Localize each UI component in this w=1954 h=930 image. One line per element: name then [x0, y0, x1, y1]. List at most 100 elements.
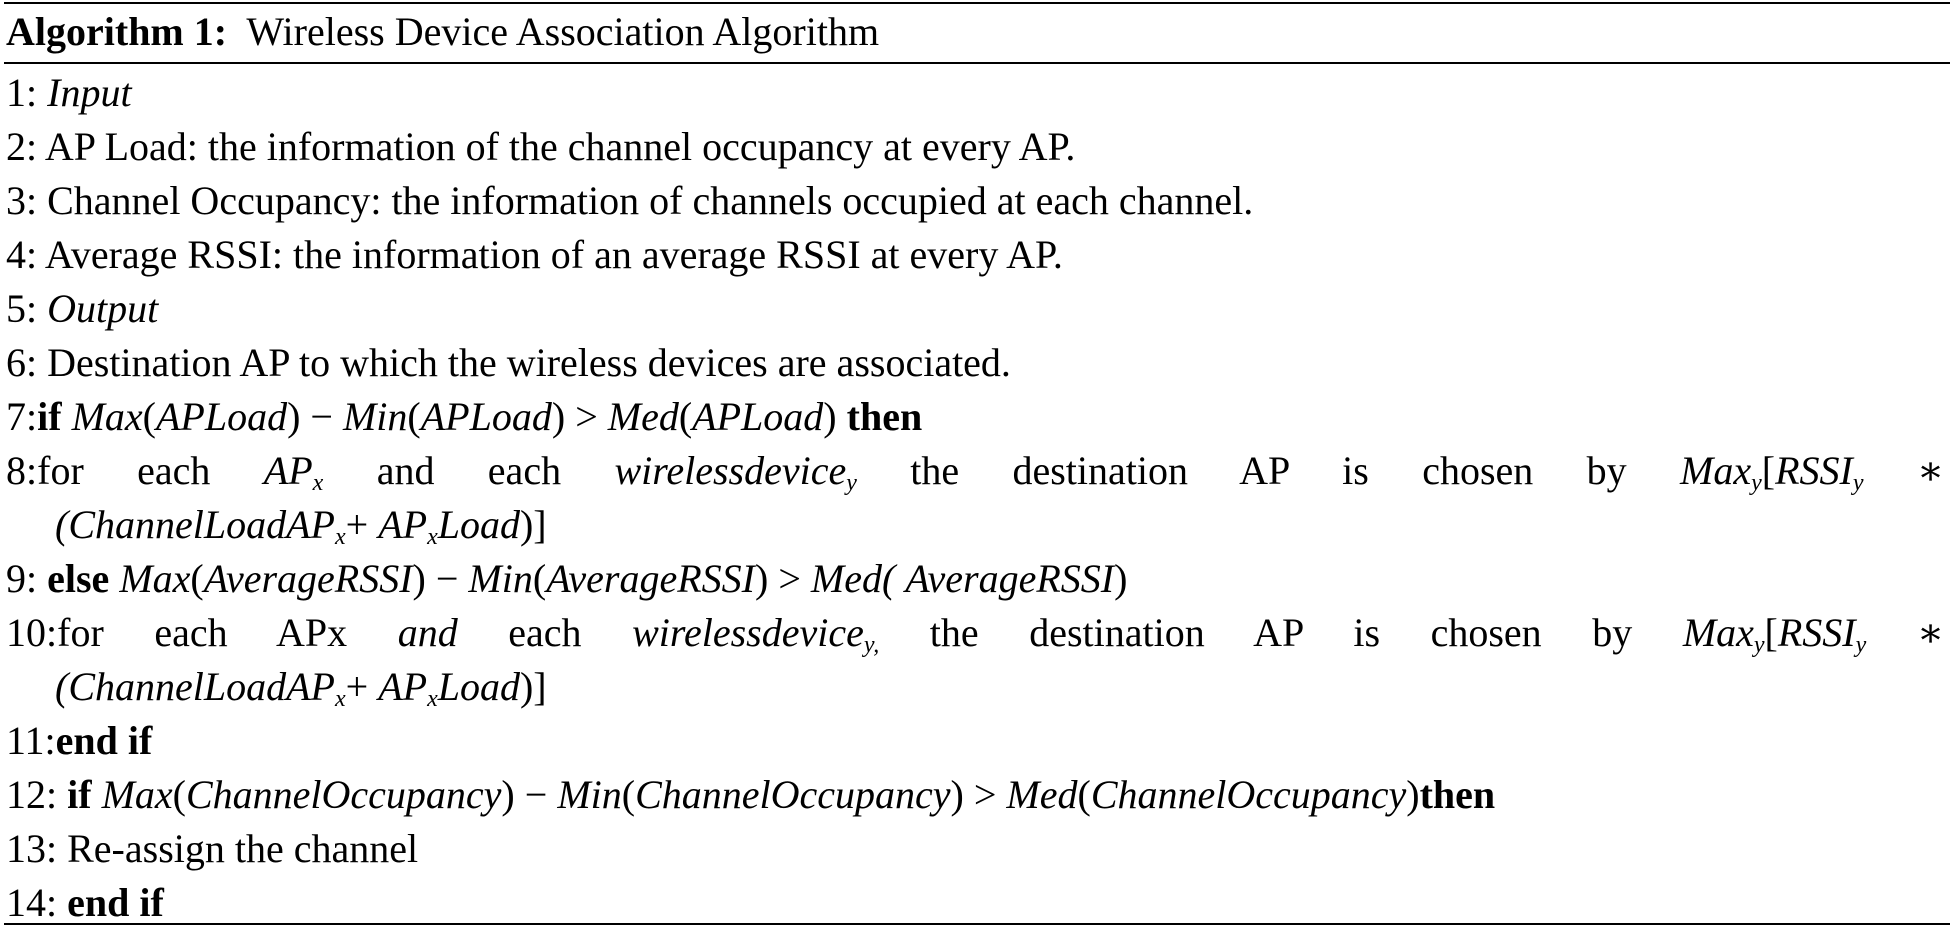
subscript-x: x: [334, 686, 346, 712]
op-gt: >: [963, 772, 1007, 817]
line-text: for each APx: [57, 610, 348, 655]
line-text: and each: [376, 448, 562, 493]
line-number: 9:: [6, 556, 38, 601]
algorithm-line-10-continuation: (ChannelLoadAPx+ APxLoad)]: [4, 660, 1950, 714]
algorithm-line-4: 4: Average RSSI: the information of an a…: [4, 228, 1950, 282]
algorithm-label: Algorithm 1:: [6, 9, 228, 54]
var-wirelessdevice: wirelessdevice: [632, 610, 864, 655]
algorithm-title: Wireless Device Association Algorithm: [246, 9, 880, 54]
op-star: ∗: [1916, 448, 1945, 493]
close-bracket: )]: [519, 664, 547, 709]
var-ap: AP: [378, 502, 428, 547]
func-arg: APLoad: [692, 394, 824, 439]
keyword-if: if: [67, 772, 92, 817]
algorithm-line-6: 6: Destination AP to which the wireless …: [4, 336, 1950, 390]
line-text: Re-assign the channel: [67, 826, 419, 871]
line-text: Channel Occupancy: the information of ch…: [47, 178, 1254, 223]
func-arg: AverageRSSI: [905, 556, 1115, 601]
line-number: 14:: [6, 880, 58, 925]
keyword-end-if: end if: [67, 880, 164, 925]
line-number: 5:: [6, 286, 38, 331]
func-max: Max: [119, 556, 191, 601]
line-number: 13:: [6, 826, 58, 871]
op-gt: >: [768, 556, 811, 601]
line-text: each: [508, 610, 582, 655]
op-star: ∗: [1916, 610, 1945, 655]
algorithm-line-1: 1: Input: [4, 66, 1950, 120]
var-channelloadap: (ChannelLoadAP: [55, 502, 335, 547]
op-minus: −: [514, 772, 558, 817]
func-arg: APLoad: [420, 394, 552, 439]
line-number: 7:: [6, 394, 38, 439]
op-minus: −: [425, 556, 469, 601]
op-minus: −: [300, 394, 343, 439]
line-number: 12:: [6, 772, 58, 817]
var-ap: AP: [378, 664, 428, 709]
line-number: 8:: [6, 448, 38, 493]
subscript-y: y: [1855, 632, 1867, 658]
algorithm-box: Algorithm 1: Wireless Device Association…: [4, 2, 1950, 925]
line-number: 4:: [6, 232, 38, 277]
func-med: Med: [1006, 772, 1078, 817]
line-number: 6:: [6, 340, 38, 385]
func-arg: ChannelOccupancy: [635, 772, 951, 817]
algorithm-line-14: 14: end if: [4, 876, 1950, 930]
func-arg: AverageRSSI: [203, 556, 413, 601]
func-max: Max: [71, 394, 143, 439]
algorithm-line-3: 3: Channel Occupancy: the information of…: [4, 174, 1950, 228]
func-min: Min: [557, 772, 622, 817]
algorithm-line-2: 2: AP Load: the information of the chann…: [4, 120, 1950, 174]
line-text: the destination AP is chosen by: [910, 448, 1627, 493]
line-number: 2:: [6, 124, 38, 169]
line-text: Input: [47, 70, 132, 115]
op-plus: +: [345, 664, 379, 709]
line-number: 3:: [6, 178, 38, 223]
func-max: Max: [101, 772, 173, 817]
func-min: Min: [468, 556, 533, 601]
subscript-y: y,: [863, 632, 880, 658]
algorithm-line-5: 5: Output: [4, 282, 1950, 336]
subscript-x: x: [312, 470, 324, 496]
subscript-x: x: [334, 524, 346, 550]
subscript-y: y: [846, 470, 857, 496]
var-load: Load: [437, 502, 520, 547]
var-load: Load: [437, 664, 520, 709]
line-text: AP Load: the information of the channel …: [44, 124, 1076, 169]
var-ap: AP: [263, 448, 313, 493]
op-gt: >: [565, 394, 608, 439]
algorithm-line-13: 13: Re-assign the channel: [4, 822, 1950, 876]
algorithm-line-11: 11:end if: [4, 714, 1950, 768]
func-med: Med(: [810, 556, 896, 601]
line-number: 1:: [6, 70, 38, 115]
subscript-y: y: [1753, 632, 1765, 658]
keyword-then: then: [1419, 772, 1496, 817]
func-arg: ChannelOccupancy: [1090, 772, 1407, 817]
algorithm-line-8: 8:for each APx and each wirelessdevicey …: [6, 448, 1945, 496]
op-plus: +: [345, 502, 379, 547]
close-bracket: )]: [519, 502, 547, 547]
keyword-else: else: [47, 556, 110, 601]
algorithm-caption: Algorithm 1: Wireless Device Association…: [4, 4, 1950, 64]
func-arg: APLoad: [155, 394, 288, 439]
keyword-then: then: [846, 394, 923, 439]
var-rssi: RSSI: [1777, 610, 1856, 655]
keyword-end-if: end if: [55, 718, 153, 763]
algorithm-line-7: 7:if Max(APLoad) − Min(APLoad) > Med(APL…: [6, 394, 923, 439]
line-text: and: [397, 610, 458, 655]
algorithm-line-10: 10:for each APx and each wirelessdevicey…: [6, 610, 1945, 658]
subscript-y: y: [1852, 470, 1864, 496]
line-text: Destination AP to which the wireless dev…: [47, 340, 1011, 385]
var-channelloadap: (ChannelLoadAP: [55, 664, 335, 709]
var-wirelessdevice: wirelessdevice: [614, 448, 847, 493]
subscript-x: x: [427, 686, 438, 712]
algorithm-body: 1: Input 2: AP Load: the information of …: [4, 64, 1950, 930]
line-text: Output: [47, 286, 159, 331]
func-arg: ChannelOccupancy: [185, 772, 502, 817]
func-max: Max: [1682, 610, 1754, 655]
subscript-x: x: [427, 524, 438, 550]
func-max: Max: [1680, 448, 1752, 493]
subscript-y: y: [1751, 470, 1762, 496]
func-min: Min: [342, 394, 408, 439]
var-rssi: RSSI: [1775, 448, 1853, 493]
algorithm-line-12: 12: if Max(ChannelOccupancy) − Min(Chann…: [6, 772, 1496, 817]
